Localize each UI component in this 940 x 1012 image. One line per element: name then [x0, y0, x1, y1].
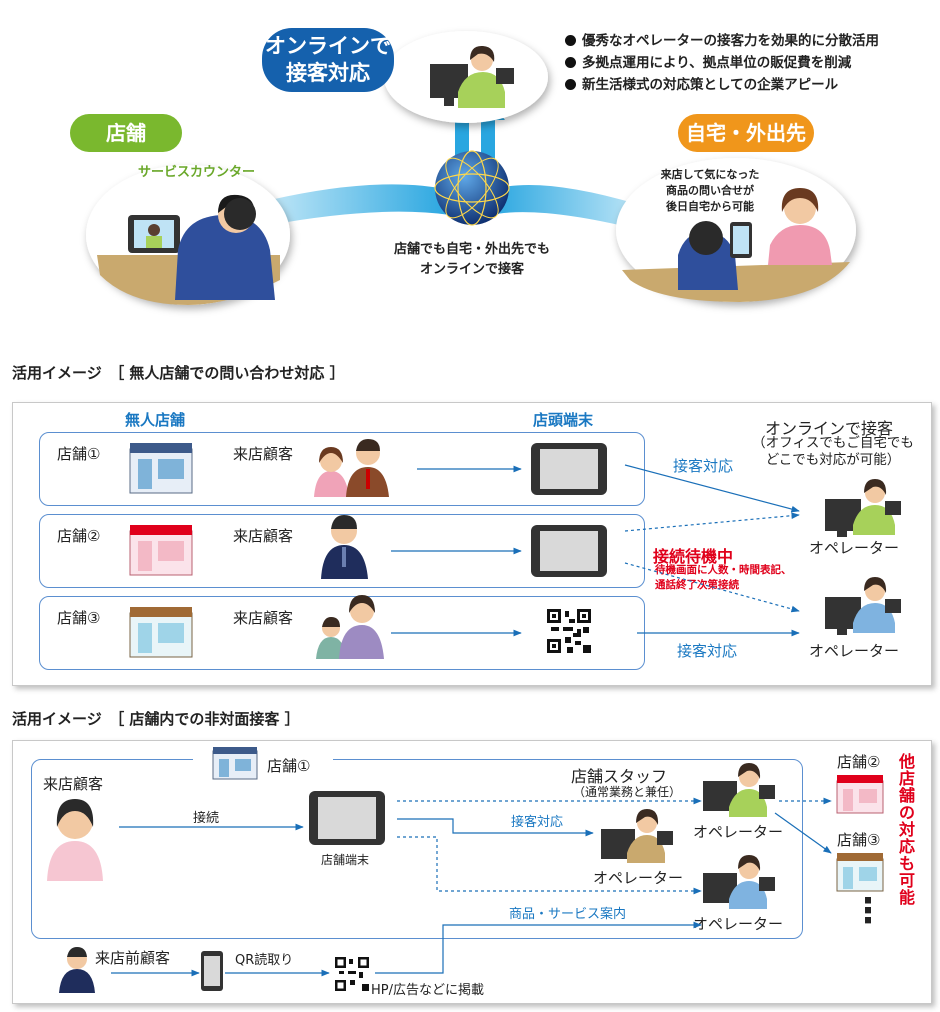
customer-label: 来店顧客: [43, 775, 104, 793]
customer-1-label: 来店顧客: [233, 445, 294, 463]
serve-label-3: 接客対応: [677, 642, 738, 660]
waiting-sub-line: 待機画面に人数・時間表記、: [655, 564, 792, 576]
section1-panel: 無人店舗 店頭端末 店舗① 来店顧客 店舗② 来店顧客 店舗③ 来店顧客 オンラ…: [12, 402, 932, 686]
benefit-item: 多拠点運用により、拠点単位の販促費を削減: [565, 52, 879, 74]
store-3-label: 店舗③: [57, 609, 101, 627]
vertical-note: 他店舗の対応も可能: [899, 752, 916, 907]
qr-code-icon: [547, 609, 591, 653]
section1-graphics: [129, 439, 901, 659]
benefit-text: 多拠点運用により、拠点単位の販促費を削減: [582, 55, 852, 71]
customer-couple-icon: [314, 439, 389, 497]
store-building-icon: [129, 525, 193, 576]
operator-1-label: オペレーター: [809, 539, 900, 557]
online-serve-sub: （オフィスでもご自宅でも どこでも対応が可能）: [743, 435, 923, 469]
section2-panel: 店舗① 来店顧客 接続 店舗端末 店舗スタッフ （通常業務と兼任） 接客対応 オ…: [12, 740, 932, 1004]
store1-frame: [31, 759, 803, 939]
customer-figure: [175, 215, 275, 300]
smartphone-icon: [201, 951, 223, 991]
store-terminal: [309, 791, 385, 845]
customer-3-label: 来店顧客: [233, 609, 294, 627]
customer-man-icon: [321, 515, 368, 579]
col-unmanned-store: 無人店舗: [125, 411, 186, 429]
section2-graphics: [47, 747, 884, 993]
connect-label: 接続: [193, 811, 220, 826]
store1-label: 店舗①: [267, 757, 311, 775]
store-1-label: 店舗①: [57, 445, 101, 463]
store-building-icon: [129, 443, 193, 494]
qr-read-label: QR読取り: [235, 953, 294, 968]
operator-2-label: オペレーター: [809, 642, 900, 660]
waiting-sub-line: 通話終了次第接続: [655, 579, 739, 591]
operator-c-label: オペレーター: [693, 915, 784, 933]
online-serve-sub-line: どこでも対応が可能）: [765, 452, 901, 468]
operator-icon: [703, 855, 775, 909]
customer-woman-icon: [47, 799, 103, 881]
benefit-item: 新生活様式の対応策としての企業アピール: [565, 74, 879, 96]
benefit-text: 新生活様式の対応策としての企業アピール: [582, 77, 839, 93]
serve-label-1: 接客対応: [673, 457, 734, 475]
store-building-icon: [836, 853, 884, 892]
customer-parent-child-icon: [316, 595, 384, 659]
operator-icon: [601, 809, 673, 863]
home-caption: 来店して気になった 商品の問い合せが 後日自宅から可能: [650, 167, 770, 215]
store-pill: 店舗: [70, 114, 182, 152]
globe-icon: [435, 151, 509, 225]
online-pill: オンラインで 接客対応: [262, 28, 394, 92]
hp-ad-label: HP/広告などに掲載: [371, 983, 484, 998]
serve-label: 接客対応: [511, 815, 564, 830]
bullet-icon: [565, 35, 576, 46]
center-caption-line: オンラインで接客: [419, 262, 524, 277]
benefit-list: 優秀なオペレーターの接客力を効果的に分散活用 多拠点運用により、拠点単位の販促費…: [565, 30, 879, 96]
home-caption-line: 後日自宅から可能: [666, 200, 754, 213]
qr-code-icon: [335, 957, 369, 991]
section1-heading: 活用イメージ ［ 無人店舗での問い合わせ対応 ］: [12, 364, 345, 382]
store-building-icon: [129, 607, 193, 658]
online-pill-line1: オンラインで: [265, 34, 391, 58]
store-2-label: 店舗②: [57, 527, 101, 545]
operator-icon: [703, 763, 775, 817]
operator-a-label: オペレーター: [693, 823, 784, 841]
staff-title: 店舗スタッフ: [571, 767, 668, 786]
pre-customer-icon: [59, 947, 95, 993]
store-building-icon: [212, 747, 258, 780]
product-guide-label: 商品・サービス案内: [509, 907, 627, 922]
operator-b-label: オペレーター: [593, 869, 684, 887]
staff-sub: （通常業務と兼任）: [573, 785, 682, 799]
home-pill: 自宅・外出先: [678, 114, 814, 152]
benefit-text: 優秀なオペレーターの接客力を効果的に分散活用: [582, 33, 879, 49]
online-serve-sub-line: （オフィスでもご自宅でも: [752, 435, 914, 451]
section2-heading: 活用イメージ ［ 店舗内での非対面接客 ］: [12, 710, 300, 728]
store-pill-label: 店舗: [106, 121, 146, 145]
customer-2-label: 来店顧客: [233, 527, 294, 545]
operator-icon: [825, 479, 901, 537]
store3-label: 店舗③: [837, 831, 881, 849]
waiting-sub: 待機画面に人数・時間表記、 通話終了次第接続: [655, 563, 792, 593]
col-store-terminal: 店頭端末: [533, 411, 594, 429]
store-terminal-1: [531, 443, 607, 495]
operator-icon: [825, 577, 901, 635]
center-caption-line: 店舗でも自宅・外出先でも: [393, 242, 550, 257]
center-caption: 店舗でも自宅・外出先でも オンラインで接客: [372, 240, 572, 280]
waiting-title: 接続待機中: [653, 547, 734, 566]
home-caption-line: 来店して気になった: [660, 168, 760, 181]
pre-customer-label: 来店前顧客: [95, 949, 171, 967]
bullet-icon: [565, 79, 576, 90]
store-building-icon: [836, 775, 884, 814]
home-caption-line: 商品の問い合せが: [666, 184, 754, 197]
online-serve-title: オンラインで接客: [765, 419, 894, 438]
store-terminal-2: [531, 525, 607, 577]
online-pill-line2: 接客対応: [286, 61, 370, 85]
top-illustration-graphics: [86, 31, 856, 305]
store2-label: 店舗②: [837, 753, 881, 771]
more-stores-ellipsis: ⋮: [851, 891, 885, 931]
bullet-icon: [565, 57, 576, 68]
service-counter-label: サービスカウンター: [138, 165, 256, 180]
home-pill-label: 自宅・外出先: [686, 121, 806, 145]
terminal-label: 店舗端末: [321, 853, 370, 867]
benefit-item: 優秀なオペレーターの接客力を効果的に分散活用: [565, 30, 879, 52]
